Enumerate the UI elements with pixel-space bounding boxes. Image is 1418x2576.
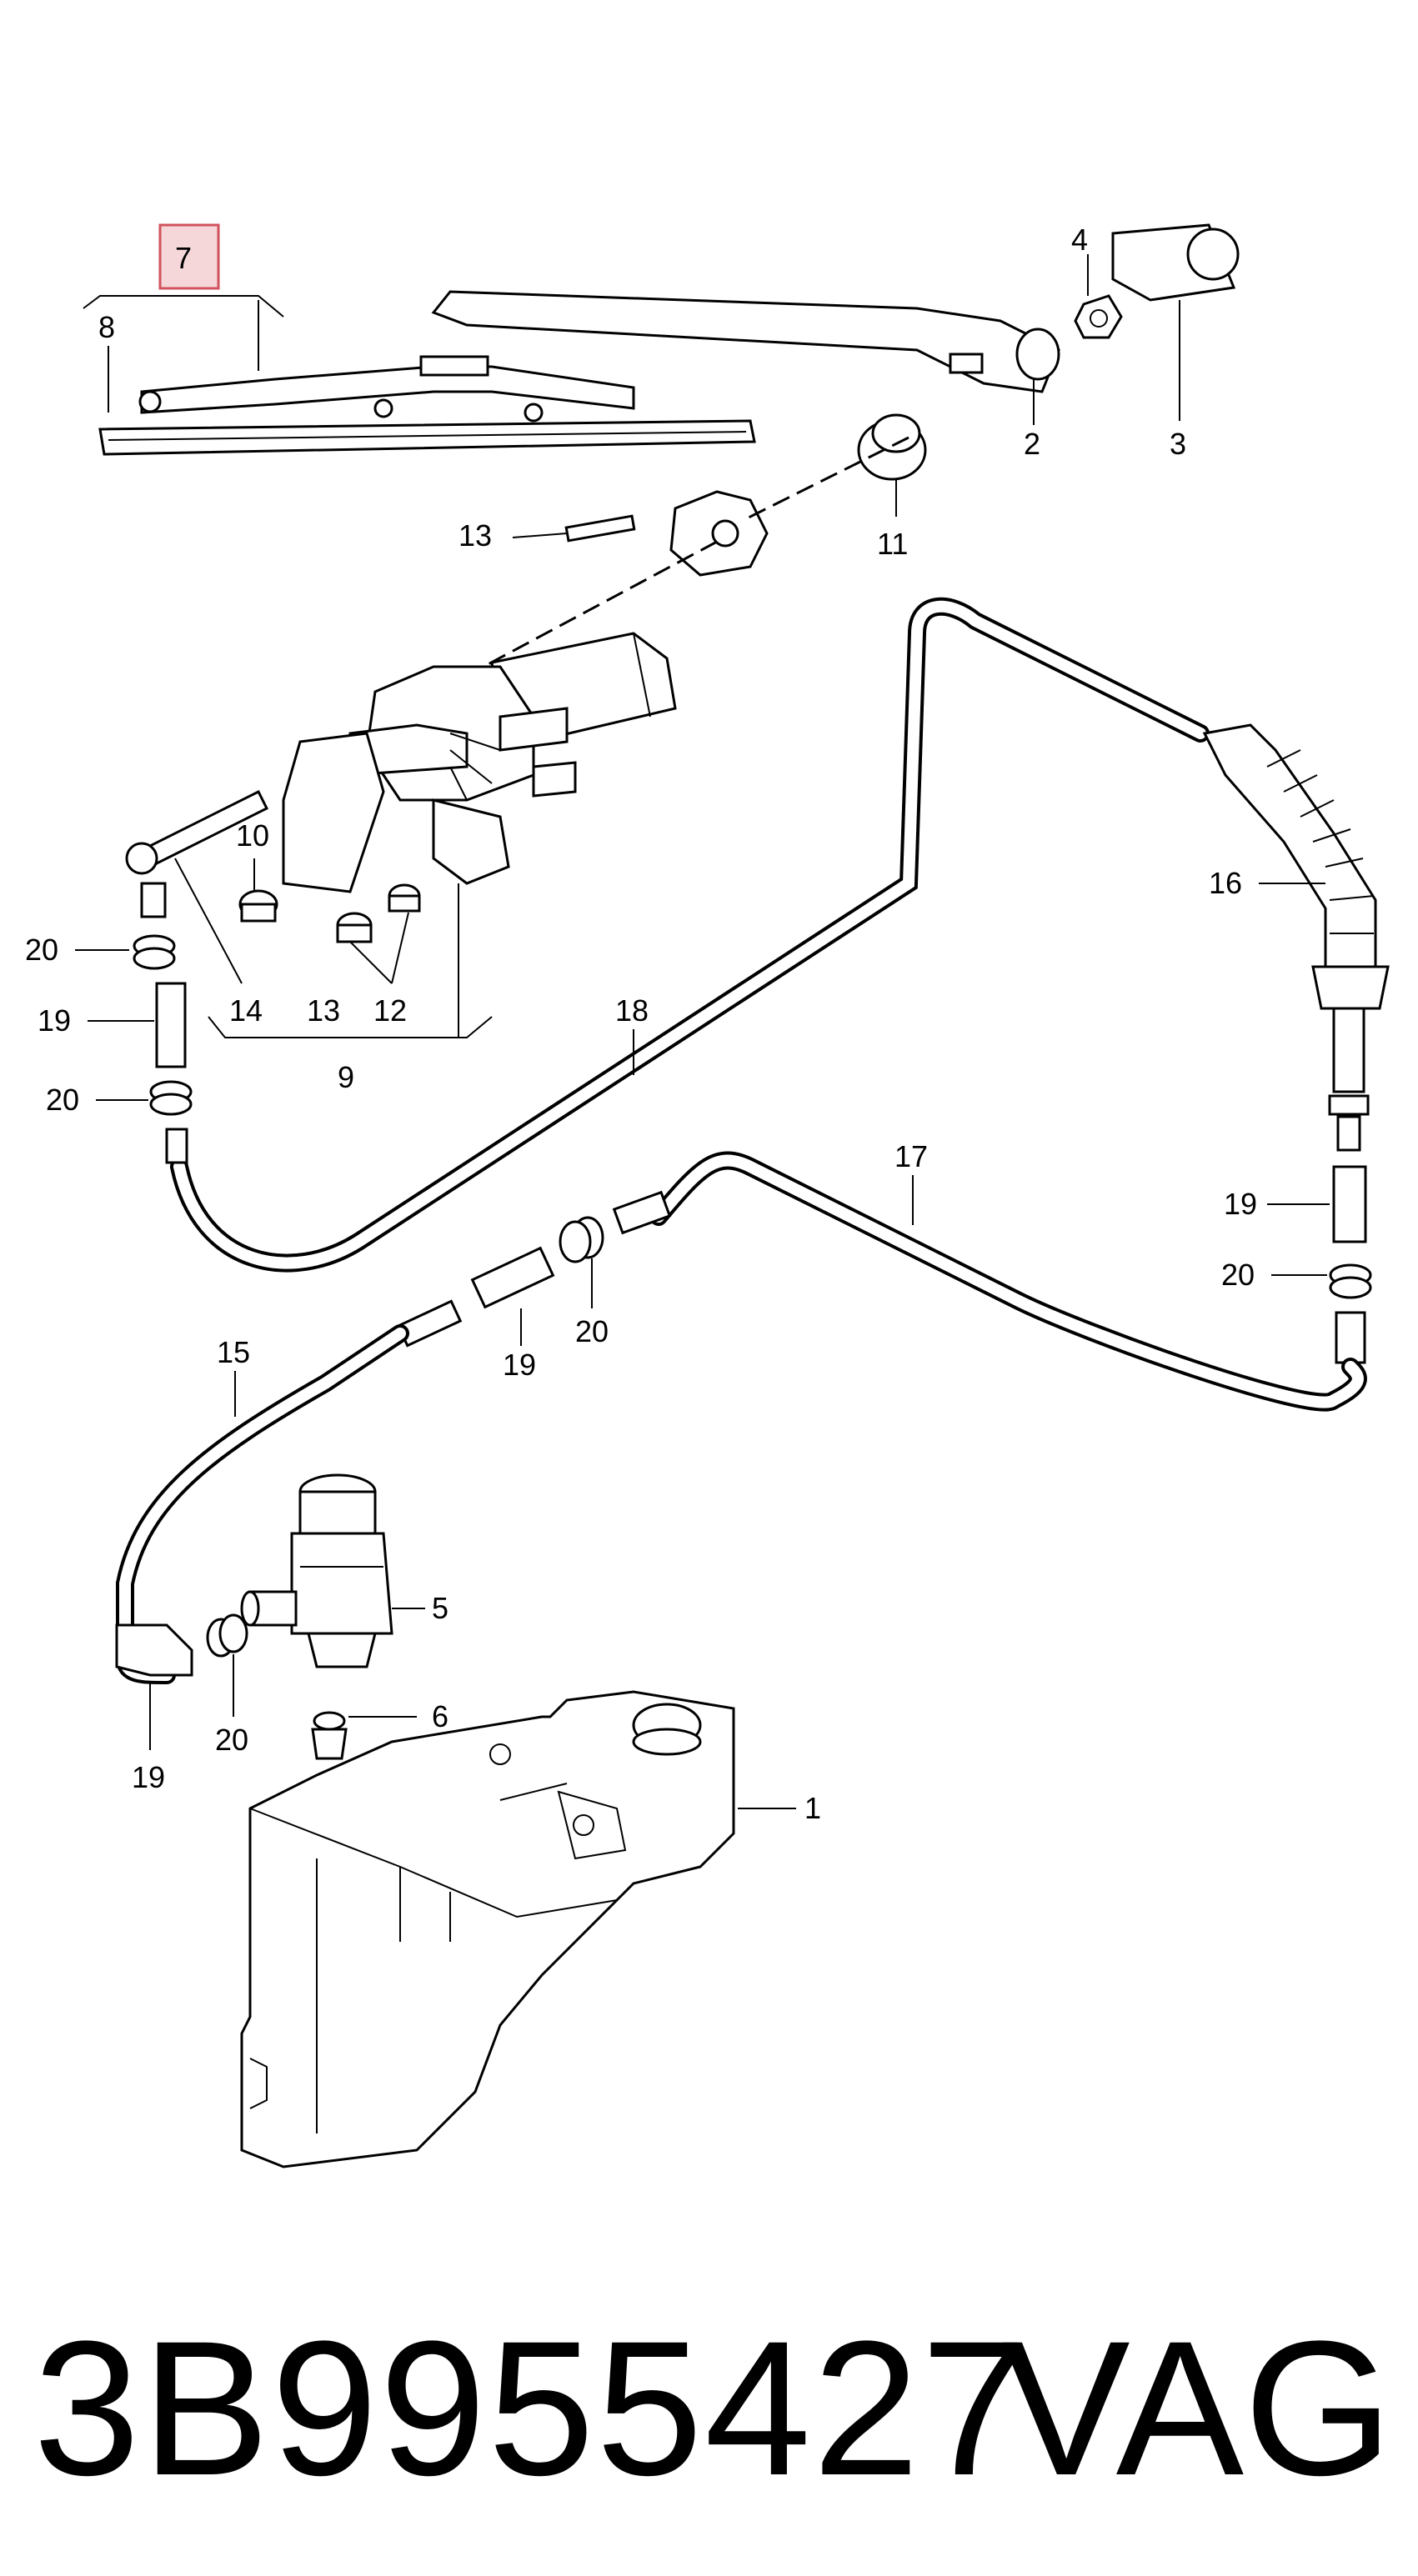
hose-16	[115, 1324, 409, 1684]
callout-19-lower[interactable]: 19	[132, 1760, 165, 1794]
wiper-arm	[431, 290, 1060, 393]
wiper-motor	[282, 632, 677, 893]
callout-13-bottom[interactable]: 13	[307, 993, 340, 1028]
callout-13-top[interactable]: 13	[458, 518, 492, 553]
callout-4[interactable]: 4	[1071, 223, 1088, 257]
motor-shaft	[564, 514, 636, 543]
hose-17	[612, 1151, 1367, 1412]
callout-19-left[interactable]: 19	[38, 1003, 71, 1038]
nut	[1074, 294, 1123, 339]
washer-pump	[240, 1473, 393, 1668]
bolt	[125, 789, 269, 875]
clamp-lower	[206, 1613, 248, 1658]
callout-14[interactable]: 14	[229, 993, 263, 1028]
pump-seal	[311, 1711, 348, 1760]
callout-20-left-top[interactable]: 20	[25, 933, 58, 967]
rubber-mounts	[336, 883, 421, 943]
callout-19-right[interactable]: 19	[1224, 1187, 1257, 1221]
callout-1[interactable]: 1	[804, 1791, 821, 1825]
cover-cap	[1111, 223, 1240, 302]
highlight-box	[158, 223, 220, 290]
callout-9[interactable]: 9	[338, 1060, 354, 1094]
callout-17[interactable]: 17	[894, 1139, 928, 1173]
callout-15[interactable]: 16	[1209, 866, 1242, 900]
part-info-footer: 3B9955427 VAG	[0, 2283, 1418, 2550]
callout-10[interactable]: 10	[236, 818, 269, 853]
callout-19-middle[interactable]: 19	[503, 1348, 536, 1382]
leader-lines	[75, 254, 1330, 1809]
hose-15	[1202, 723, 1390, 1152]
seal	[669, 490, 769, 577]
grommet	[857, 413, 927, 481]
wiper-blade	[98, 355, 756, 456]
callout-7[interactable]: 7	[175, 241, 192, 275]
parts-diagram: 7 8 4 2 3 11 13 16 10 20 19 14 13 12 9 2…	[25, 223, 1390, 2168]
callout-20-right[interactable]: 20	[1221, 1258, 1255, 1292]
right-connector	[1329, 1165, 1372, 1364]
callout-2[interactable]: 2	[1024, 427, 1040, 461]
callout-20-left-mid[interactable]: 20	[46, 1083, 79, 1117]
hose-18	[170, 597, 1210, 1273]
callout-20-middle[interactable]: 20	[575, 1314, 609, 1348]
callout-11[interactable]: 11	[877, 527, 908, 561]
callout-12[interactable]: 12	[373, 993, 407, 1028]
callout-8[interactable]: 8	[98, 310, 115, 344]
callout-3[interactable]: 3	[1170, 427, 1186, 461]
washer-reservoir	[240, 1690, 735, 2168]
callout-6[interactable]: 6	[432, 1699, 448, 1733]
nut-10	[238, 889, 278, 923]
callout-20-lower[interactable]: 20	[215, 1723, 248, 1757]
left-connector	[133, 882, 193, 1164]
part-number: 3B9955427	[33, 2301, 1030, 2515]
middle-connector	[396, 1216, 604, 1348]
callout-18[interactable]: 18	[615, 993, 649, 1028]
brand-label: VAG	[1002, 2301, 1393, 2515]
callout-5[interactable]: 5	[432, 1591, 448, 1625]
callout-16[interactable]: 15	[217, 1335, 250, 1369]
